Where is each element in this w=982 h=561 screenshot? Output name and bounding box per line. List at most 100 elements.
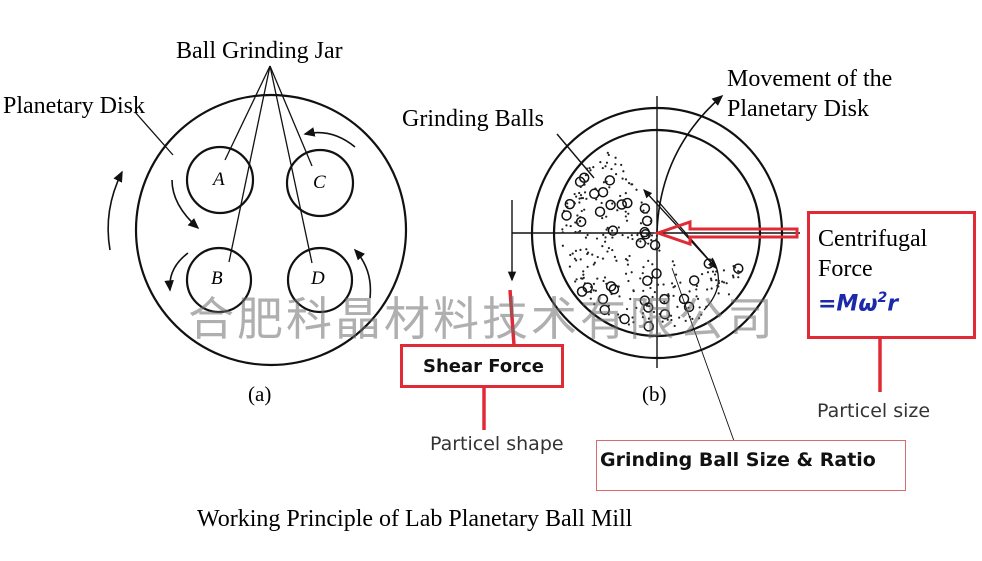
powder-particle: [649, 220, 652, 223]
powder-particle: [639, 240, 642, 243]
formula-suffix: r: [887, 291, 899, 317]
powder-particle: [589, 291, 593, 294]
movement-label-line2: Planetary Disk: [727, 96, 869, 122]
powder-particle: [614, 156, 617, 159]
powder-particle: [630, 234, 633, 237]
powder-particle: [731, 274, 735, 277]
grinding-ball: [649, 239, 661, 251]
jar-a-label: A: [213, 169, 225, 190]
powder-particle: [578, 191, 581, 195]
panel-a-drawing: [107, 65, 408, 367]
powder-particle: [591, 253, 594, 256]
powder-particle: [605, 161, 609, 164]
grinding-ball: [561, 210, 572, 221]
powder-particle: [661, 294, 664, 297]
powder-particle: [647, 259, 650, 263]
powder-particle: [569, 253, 572, 257]
powder-particle: [579, 248, 582, 251]
powder-particle: [651, 327, 654, 330]
powder-particle: [624, 272, 628, 275]
formula-prefix: =Mω: [818, 291, 878, 317]
jar-d: [286, 246, 354, 314]
powder-particle: [583, 183, 586, 186]
powder-particle: [595, 198, 598, 201]
powder-particle: [584, 180, 587, 183]
powder-particle: [586, 233, 589, 237]
powder-particle: [670, 282, 674, 285]
powder-particle: [611, 248, 614, 252]
powder-particle: [594, 187, 597, 190]
grinding-ball: [639, 226, 650, 238]
powder-particle: [615, 259, 618, 262]
powder-particle: [624, 192, 627, 195]
powder-particle: [670, 318, 673, 322]
grinding-ball: [607, 225, 619, 236]
powder-particle: [651, 295, 654, 299]
powder-particle: [667, 294, 670, 298]
powder-particle: [673, 285, 677, 288]
powder-particle: [624, 178, 628, 181]
powder-particle: [662, 283, 665, 286]
powder-particle: [636, 232, 639, 235]
powder-particle: [607, 246, 610, 250]
grinding-ball: [651, 268, 662, 279]
particle-size-label: Particel size: [817, 400, 931, 422]
powder-particle: [671, 260, 674, 263]
jar-pointer-lines: [224, 65, 313, 264]
powder-particle: [705, 305, 708, 308]
grinding-ball: [616, 199, 627, 210]
powder-particle: [573, 192, 576, 196]
powder-particle: [642, 266, 645, 269]
powder-particle: [651, 263, 654, 266]
powder-particle: [607, 153, 610, 157]
powder-particle: [695, 295, 698, 298]
centrifugal-force-arrow: [653, 219, 799, 247]
powder-particle: [611, 202, 614, 205]
ball-size-pointer-line: [671, 267, 735, 442]
shear-force-box: Shear Force: [400, 344, 564, 388]
powder-particle: [644, 241, 647, 244]
powder-particle: [655, 234, 659, 238]
powder-particle: [622, 199, 625, 202]
centrifugal-label-line1: Centrifugal: [818, 226, 928, 252]
powder-particle: [725, 282, 728, 285]
jar-c-label: C: [313, 172, 326, 193]
powder-particle: [616, 313, 620, 316]
powder-particle: [576, 222, 579, 225]
powder-particle: [614, 163, 617, 166]
powder-particle: [603, 276, 607, 279]
powder-particle: [606, 226, 609, 229]
powder-particle: [584, 236, 588, 239]
powder-particle: [635, 306, 638, 309]
powder-particle: [647, 317, 651, 320]
powder-particle: [575, 195, 578, 198]
powder-particle: [605, 228, 608, 231]
powder-particle: [674, 273, 678, 276]
powder-particles: [561, 151, 742, 330]
powder-particle: [738, 270, 742, 274]
movement-arrow: [656, 94, 724, 233]
powder-particle: [649, 286, 652, 290]
powder-particle: [610, 167, 613, 171]
powder-particle: [706, 288, 709, 291]
panel-b-drawing: [507, 94, 800, 442]
powder-particle: [622, 170, 625, 173]
powder-particle: [583, 282, 587, 285]
powder-particle: [645, 304, 649, 307]
powder-particle: [579, 194, 583, 197]
watermark: 合肥科晶材料技术有限公司: [188, 292, 776, 346]
powder-particle: [606, 151, 609, 154]
powder-particle: [709, 264, 712, 267]
powder-particle: [583, 191, 587, 194]
powder-particle: [625, 219, 629, 222]
powder-particle: [592, 289, 595, 292]
powder-particle: [709, 258, 713, 262]
powder-particle: [566, 205, 569, 208]
powder-particle: [658, 312, 661, 316]
powder-particle: [650, 239, 653, 242]
grinding-ball: [678, 293, 690, 305]
movement-label: Movement of the Planetary Disk: [727, 64, 892, 124]
powder-particle: [617, 285, 620, 288]
grinding-ball: [604, 175, 616, 186]
powder-particle: [635, 188, 638, 191]
